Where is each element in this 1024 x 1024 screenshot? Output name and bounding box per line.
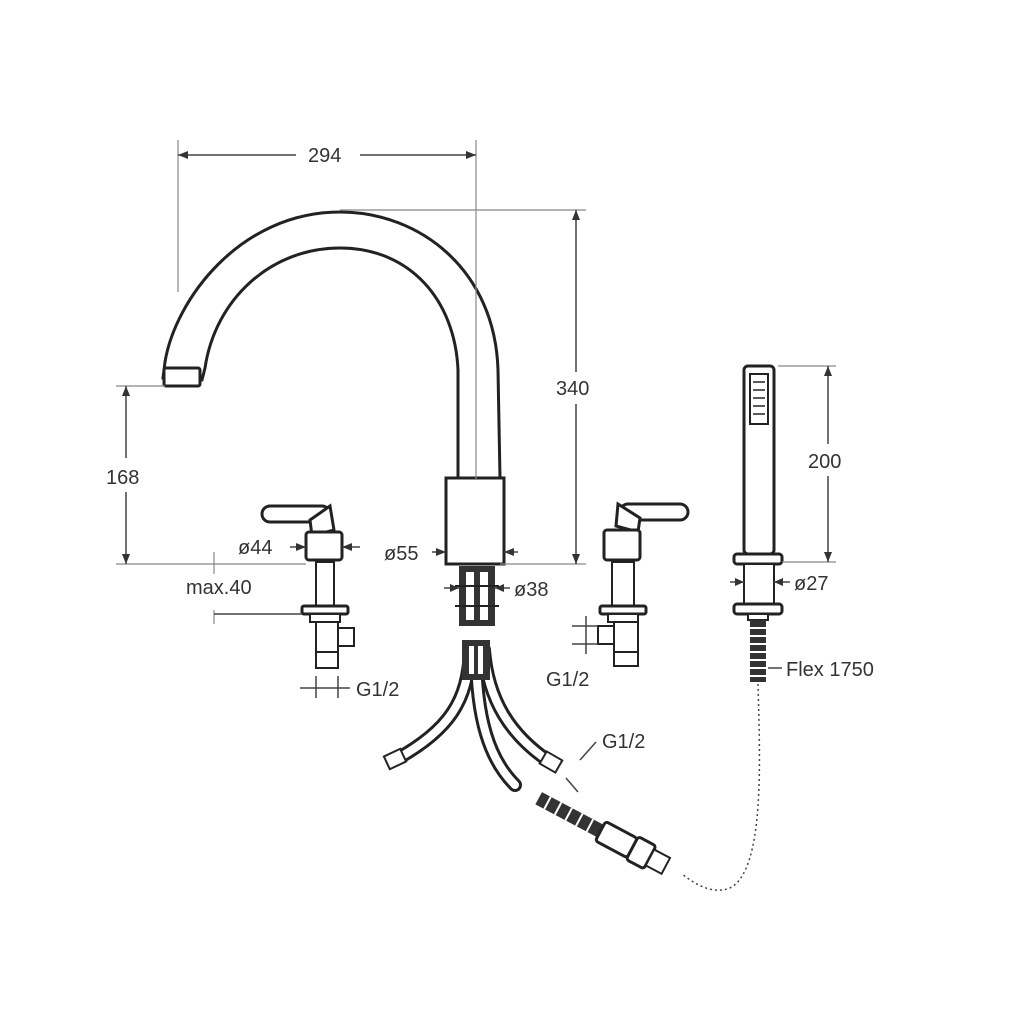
- spout-arc: [161, 210, 502, 480]
- flex-hose: [681, 683, 761, 891]
- right-valve: [597, 501, 690, 667]
- spout-hoses: [382, 640, 564, 792]
- hand-shower: [535, 364, 784, 891]
- dim-shower-hose: Flex 1750: [786, 659, 874, 681]
- dim-hand-shower-diameter: ø27: [794, 573, 828, 595]
- hand-shower-head: [749, 373, 769, 425]
- dim-right-connection: G1/2: [546, 669, 589, 691]
- spout-shank: [455, 566, 499, 626]
- dimension-lines: [116, 140, 836, 793]
- hand-shower-hose-stub: [750, 620, 766, 682]
- dim-left-connection: G1/2: [356, 679, 399, 701]
- dim-outlet-height: 168: [106, 467, 139, 489]
- dim-hose-connection: G1/2: [602, 731, 645, 753]
- left-valve: [260, 503, 355, 669]
- spout-body: [444, 476, 506, 566]
- spout: [161, 210, 564, 792]
- dim-spout-shank-diameter: ø38: [514, 579, 548, 601]
- dim-max-deck: max.40: [186, 577, 252, 599]
- dim-spout-reach: 294: [308, 145, 341, 167]
- hose-coupling: [535, 792, 672, 876]
- dim-hand-shower-height: 200: [808, 451, 841, 473]
- right-cap: [602, 528, 642, 562]
- dim-handle-diameter: ø44: [238, 537, 272, 559]
- left-cap: [304, 530, 344, 562]
- dim-spout-height: 340: [556, 378, 589, 400]
- dimension-labels: 294 340 168 ø44 max.40 ø55 ø38 G1/2 G1/2…: [106, 145, 874, 753]
- spout-outlet: [162, 366, 202, 388]
- dim-spout-base-diameter: ø55: [384, 543, 418, 565]
